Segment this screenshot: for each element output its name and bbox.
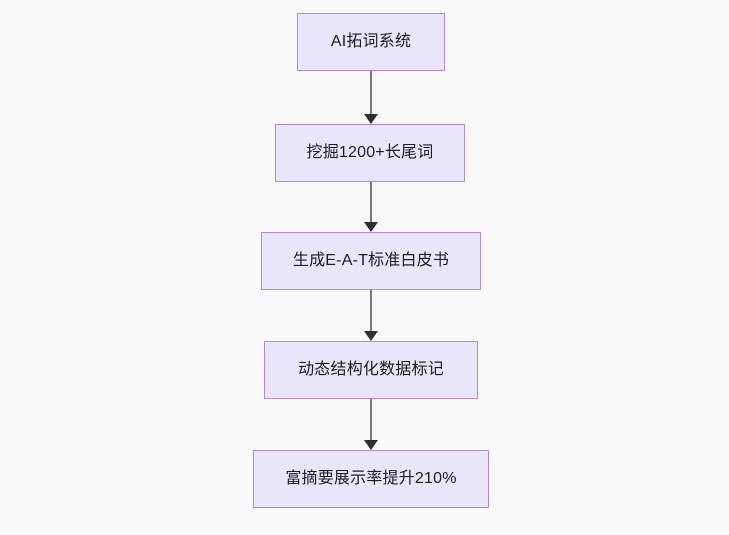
flow-node-generate-eat-whitepaper[interactable]: 生成E-A-T标准白皮书 xyxy=(261,232,481,290)
flow-node-label: 挖掘1200+长尾词 xyxy=(306,144,434,162)
flow-node-label: 富摘要展示率提升210% xyxy=(285,470,457,488)
arrow-down-icon xyxy=(364,440,378,450)
flow-node-ai-keyword-system[interactable]: AI拓词系统 xyxy=(297,13,445,71)
connector-line xyxy=(370,182,372,223)
arrow-down-icon xyxy=(364,331,378,341)
arrow-down-icon xyxy=(364,114,378,124)
arrow-down-icon xyxy=(364,222,378,232)
connector-line xyxy=(370,399,372,441)
flow-node-rich-snippet-uplift[interactable]: 富摘要展示率提升210% xyxy=(253,450,489,508)
flow-connector-arrow-2 xyxy=(364,182,378,232)
connector-line xyxy=(370,71,372,115)
flow-node-mine-longtail-keywords[interactable]: 挖掘1200+长尾词 xyxy=(275,124,465,182)
flow-connector-arrow-1 xyxy=(364,71,378,124)
flow-connector-arrow-4 xyxy=(364,399,378,450)
flow-connector-arrow-3 xyxy=(364,290,378,341)
flow-node-label: 动态结构化数据标记 xyxy=(298,361,444,379)
flow-node-label: 生成E-A-T标准白皮书 xyxy=(292,252,450,270)
flow-node-dynamic-structured-data-markup[interactable]: 动态结构化数据标记 xyxy=(264,341,478,399)
connector-line xyxy=(370,290,372,332)
flow-node-label: AI拓词系统 xyxy=(330,33,412,51)
